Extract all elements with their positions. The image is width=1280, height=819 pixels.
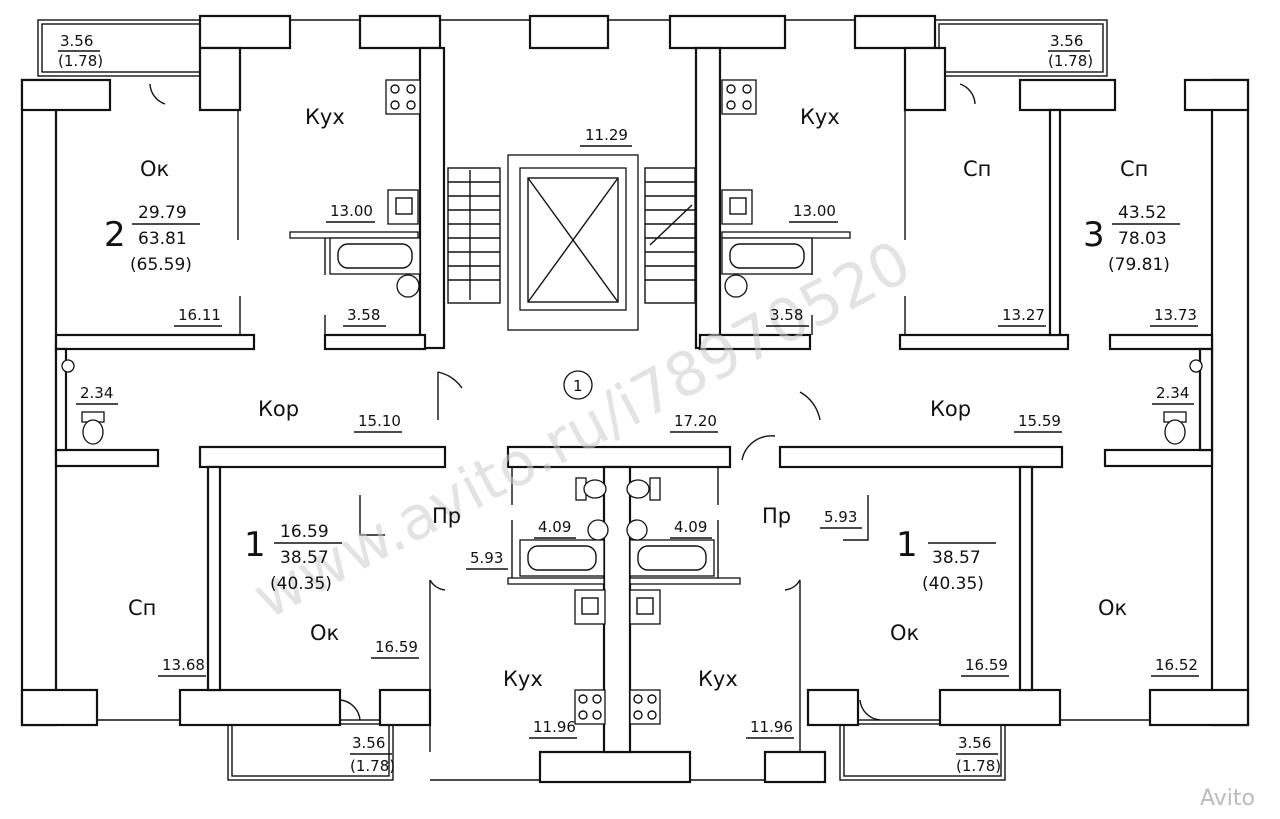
area-labels: 3.56 (1.78) 3.56 (1.78) 3.56 (1.78) 3.56… [58, 32, 1199, 775]
area-label: 13.27 [1002, 306, 1045, 324]
area-label: 15.10 [358, 412, 401, 430]
stair-number: 1 [573, 377, 583, 395]
fixtures [61, 79, 1203, 725]
apartment-number: 3 [1083, 215, 1105, 255]
area-label: 5.93 [470, 549, 503, 567]
gross-area: (79.81) [1108, 255, 1170, 275]
interior-walls [54, 46, 1214, 754]
living-area: 16.59 [280, 522, 329, 542]
area-label: 16.52 [1155, 656, 1198, 674]
living-area: 29.79 [138, 203, 187, 223]
room-label: Кух [800, 105, 840, 129]
stairs-right [644, 167, 696, 304]
brand-logo: Avito [1200, 786, 1255, 811]
toilet-icon [61, 359, 1203, 501]
room-label: Пр [762, 504, 791, 528]
area-label: 11.29 [585, 126, 628, 144]
room-label: Сп [963, 157, 991, 181]
apartment-tag-1-right: 1 38.57 (40.35) [896, 525, 996, 594]
stove-icon [629, 689, 661, 725]
area-label: 11.96 [533, 718, 576, 736]
room-label: Сп [1120, 157, 1148, 181]
area-label: 13.73 [1154, 306, 1197, 324]
room-label: Кух [698, 667, 738, 691]
room-label: Пр [432, 504, 461, 528]
area-label: 2.34 [1156, 384, 1189, 402]
area-label: 13.68 [162, 656, 205, 674]
area-label: 17.20 [674, 412, 717, 430]
total-area: 63.81 [138, 229, 187, 249]
washbasin-icon [396, 274, 748, 541]
sink-icon [387, 189, 753, 625]
room-label: Кор [258, 397, 299, 421]
gross-area: (40.35) [922, 574, 984, 594]
apartment-number: 1 [244, 525, 266, 565]
room-labels: Кух Кух Ок Сп Сп Кор Кор Пр Пр Сп Ок Ок … [128, 105, 1148, 691]
exterior-walls [20, 14, 1250, 784]
area-label: 3.56 [352, 734, 385, 752]
area-label: 15.59 [1018, 412, 1061, 430]
stairs-left [447, 167, 501, 304]
stove-icon [574, 689, 606, 725]
room-label: Кор [930, 397, 971, 421]
room-label: Ок [890, 621, 919, 645]
total-area: 78.03 [1118, 229, 1167, 249]
room-label: Сп [128, 596, 156, 620]
area-label: 16.59 [965, 656, 1008, 674]
area-label: 3.56 [958, 734, 991, 752]
area-label: (1.78) [956, 757, 1001, 775]
area-label: 11.96 [750, 718, 793, 736]
bathtub-icon [329, 237, 813, 577]
area-label: 4.09 [538, 518, 571, 536]
area-label: 2.34 [80, 384, 113, 402]
area-label: 3.56 [60, 32, 93, 50]
area-label: 3.58 [770, 306, 803, 324]
area-label: (1.78) [58, 52, 103, 70]
total-area: 38.57 [932, 548, 981, 568]
total-area: 38.57 [280, 548, 329, 568]
area-label: 3.58 [347, 306, 380, 324]
gross-area: (40.35) [270, 574, 332, 594]
room-label: Кух [305, 105, 345, 129]
area-label: 3.56 [1050, 32, 1083, 50]
area-label: 16.11 [178, 306, 221, 324]
apartment-tag-2: 2 29.79 63.81 (65.59) [104, 203, 200, 275]
apartment-number: 1 [896, 525, 918, 565]
area-label: (1.78) [350, 757, 395, 775]
area-label: 16.59 [375, 638, 418, 656]
area-label: 5.93 [824, 508, 857, 526]
room-label: Ок [140, 157, 169, 181]
living-area: 43.52 [1118, 203, 1167, 223]
apartment-tag-3: 3 43.52 78.03 (79.81) [1083, 203, 1180, 275]
gross-area: (65.59) [130, 255, 192, 275]
apartment-tag-1-left: 1 16.59 38.57 (40.35) [244, 522, 342, 594]
area-label: 13.00 [330, 202, 373, 220]
stove-icon [721, 79, 757, 115]
room-label: Кух [503, 667, 543, 691]
area-label: 13.00 [793, 202, 836, 220]
area-label: (1.78) [1048, 52, 1093, 70]
room-label: Ок [310, 621, 339, 645]
apartment-number: 2 [104, 215, 126, 255]
stove-icon [385, 79, 421, 115]
room-label: Ок [1098, 596, 1127, 620]
stair-marker: 1 [563, 370, 593, 400]
area-label: 4.09 [674, 518, 707, 536]
